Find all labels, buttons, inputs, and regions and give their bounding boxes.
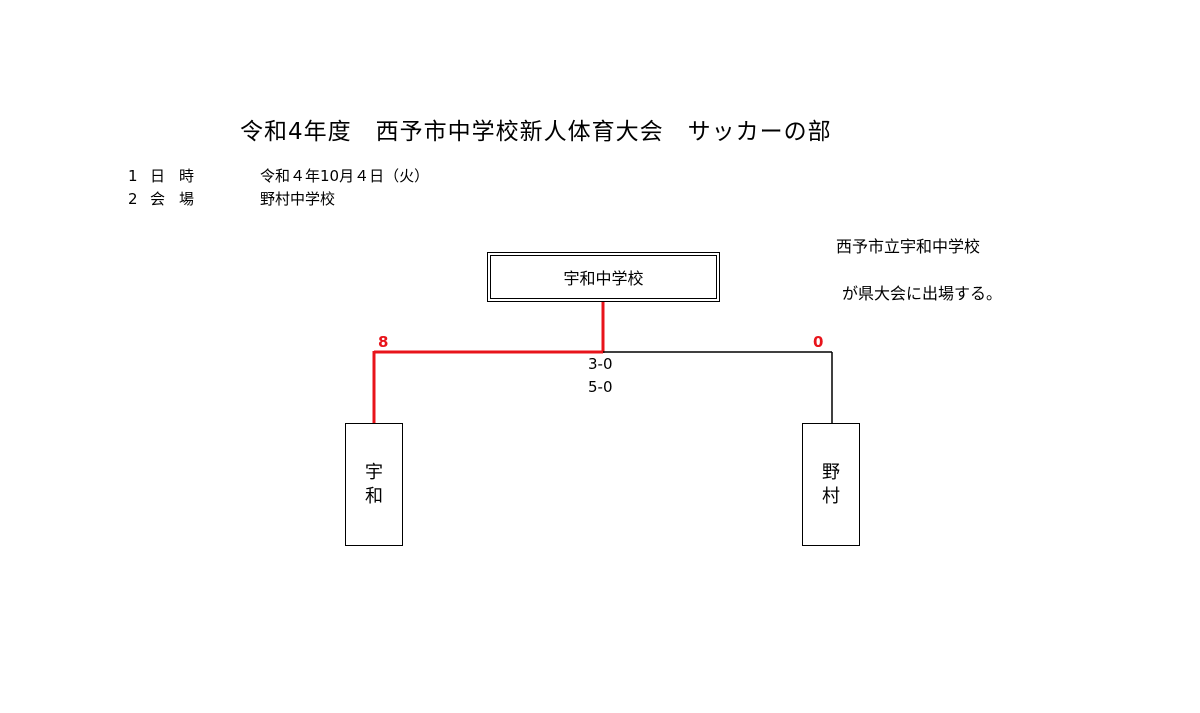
info-row-venue: 2 会場 野村中学校 xyxy=(128,188,335,209)
info-value: 野村中学校 xyxy=(260,190,336,208)
team-name-char: 和 xyxy=(365,485,383,507)
info-label: 日時 xyxy=(150,167,209,185)
team-box-left: 宇 和 xyxy=(345,423,403,546)
info-number: 1 xyxy=(128,167,138,185)
match-result-2: 5-0 xyxy=(588,378,613,396)
winner-note-school: 西予市立宇和中学校 xyxy=(836,237,981,256)
info-value: 令和４年10月４日（火） xyxy=(260,167,430,185)
info-number: 2 xyxy=(128,190,138,208)
info-row-datetime: 1 日時 令和４年10月４日（火） xyxy=(128,165,429,186)
team-name-char: 宇 xyxy=(365,461,383,483)
match-result-1: 3-0 xyxy=(588,355,613,373)
team-name-char: 野 xyxy=(822,461,840,483)
right-team-score: 0 xyxy=(813,333,824,351)
info-label: 会場 xyxy=(150,190,209,208)
winner-box: 宇和中学校 xyxy=(487,252,720,302)
page-title: 令和4年度 西予市中学校新人体育大会 サッカーの部 xyxy=(240,119,832,145)
team-box-right: 野 村 xyxy=(802,423,860,546)
team-name-char: 村 xyxy=(822,485,840,507)
left-team-score: 8 xyxy=(378,333,389,351)
winner-note-text: が県大会に出場する。 xyxy=(842,284,1003,303)
